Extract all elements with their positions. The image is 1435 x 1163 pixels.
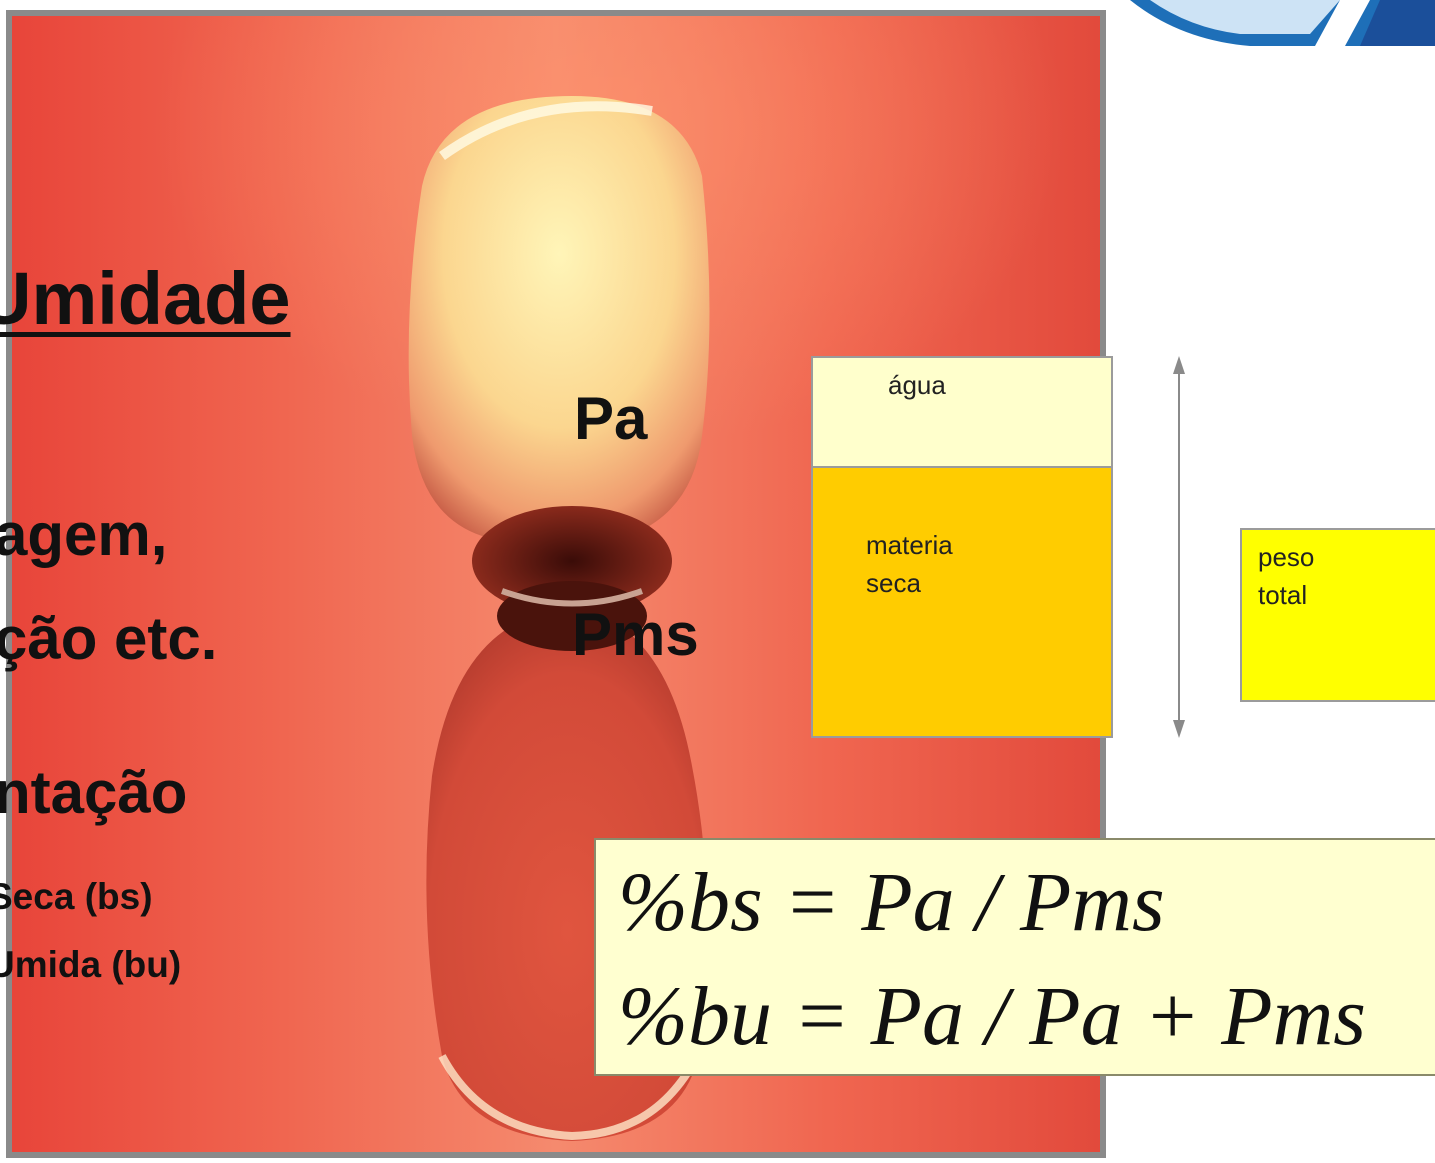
text-line-5: Umida (bu)	[0, 944, 181, 986]
water-label: água	[888, 366, 946, 404]
text-line-1: agem,	[0, 500, 167, 569]
label-pa: Pa	[574, 384, 647, 453]
total-weight-box: peso total	[1240, 528, 1435, 702]
corner-logo	[1110, 0, 1435, 50]
dry-matter-box: materia seca	[811, 466, 1113, 738]
text-line-2: ção etc.	[0, 604, 217, 673]
formula-bu: %bu = Pa / Pa + Pms	[618, 968, 1366, 1065]
slide-title: Umidade	[0, 256, 291, 341]
dry-matter-label-2: seca	[866, 564, 921, 602]
total-label-2: total	[1258, 576, 1307, 614]
total-height-arrow	[1168, 352, 1190, 742]
text-line-3: ntação	[0, 758, 187, 827]
total-label-1: peso	[1258, 538, 1314, 576]
water-box: água	[811, 356, 1113, 468]
label-pms: Pms	[572, 600, 699, 669]
formula-box: %bs = Pa / Pms %bu = Pa / Pa + Pms	[594, 838, 1435, 1076]
dry-matter-label-1: materia	[866, 526, 953, 564]
formula-bs: %bs = Pa / Pms	[618, 854, 1165, 951]
text-line-4: Seca (bs)	[0, 876, 153, 918]
